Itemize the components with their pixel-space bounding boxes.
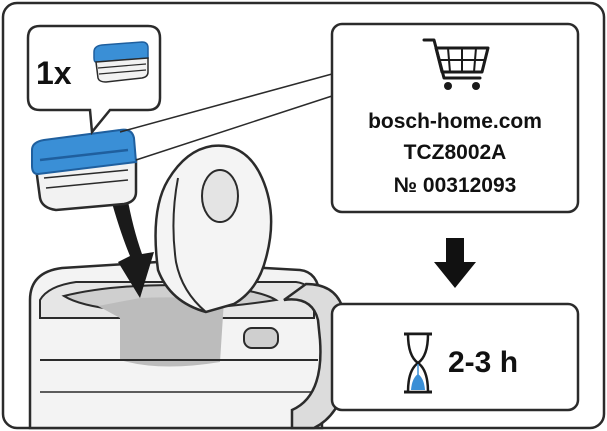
quantity-label: 1x (36, 55, 72, 91)
lid-shell (154, 144, 273, 314)
duration-text: 2-3 h (448, 346, 518, 379)
model-number-text: TCZ8002A (404, 141, 507, 164)
insert-arrow (110, 190, 154, 298)
shop-info-box: bosch-home.com TCZ8002A № 00312093 (330, 22, 580, 214)
callout-line-bottom (135, 95, 333, 161)
cartridge-stripe-2 (43, 169, 129, 179)
down-arrow-icon (434, 238, 476, 288)
article-number-text: № 00312093 (394, 174, 517, 197)
cartridge-stripe-1 (39, 148, 129, 162)
mini-cartridge-icon (93, 41, 149, 83)
kettle-lid (154, 144, 273, 314)
website-text: bosch-home.com (368, 110, 542, 133)
shop-info-frame (330, 22, 580, 214)
shopping-cart-icon (422, 38, 490, 90)
hourglass-icon (404, 332, 432, 394)
kettle-inner (98, 297, 224, 367)
cartridge-top (31, 128, 138, 176)
callout-line-top (119, 73, 333, 133)
cartridge-stripe-3 (45, 179, 129, 189)
kettle-handle-button (243, 327, 279, 349)
lid-hinge-edge (172, 177, 207, 313)
quantity-bubble: 1x (26, 24, 162, 136)
filter-cartridge (31, 128, 138, 212)
duration-frame (330, 302, 580, 412)
lid-button (201, 169, 239, 223)
duration-box: 2-3 h (330, 302, 580, 412)
cartridge-body (34, 158, 138, 212)
